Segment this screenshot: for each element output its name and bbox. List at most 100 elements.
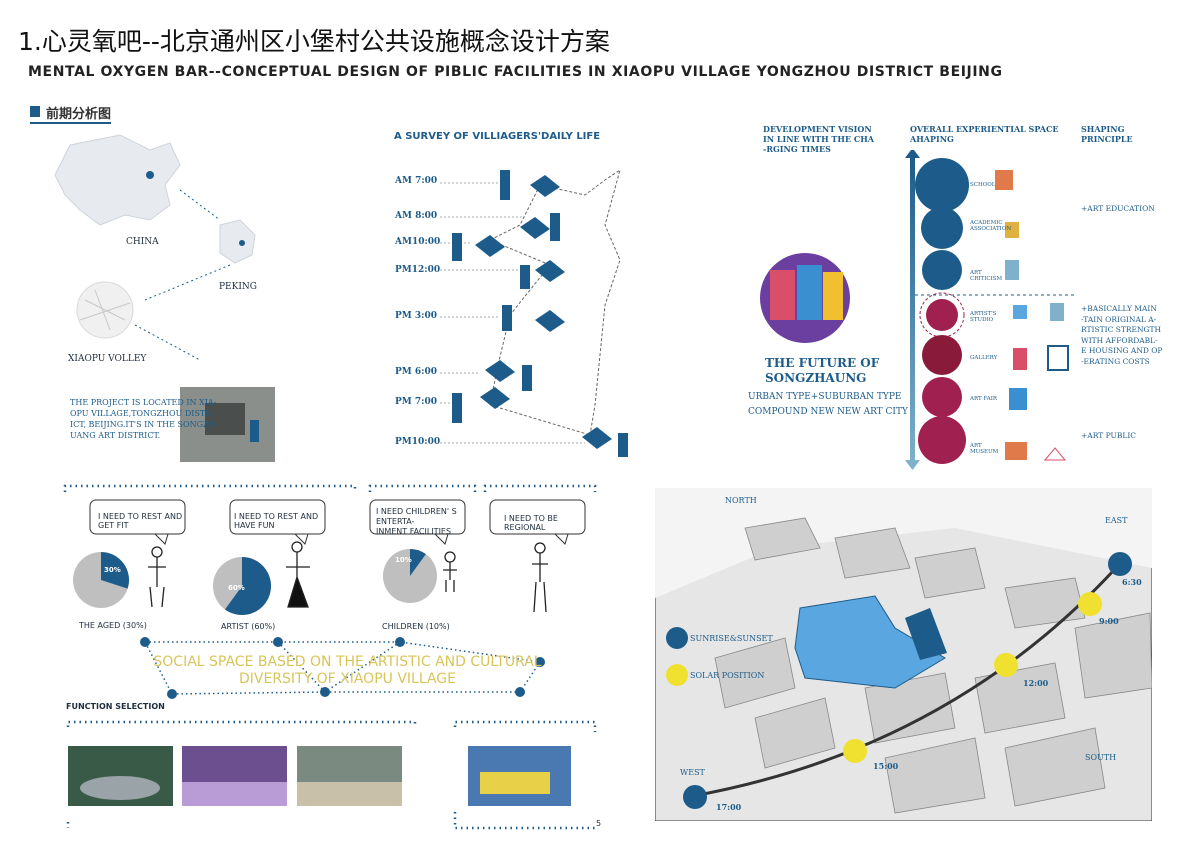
academic-node (921, 207, 963, 249)
school-node (915, 158, 969, 212)
time-label: PM 6:00 (395, 367, 437, 377)
survey-title: A SURVEY OF VILLIAGERS'DAILY LIFE (394, 131, 601, 142)
activity-tile (530, 175, 560, 197)
artist-pie-label: 60% (228, 584, 245, 592)
studio-illustration (1013, 305, 1027, 319)
location-description: THE PROJECT IS LOCATED IN XIA- OPU VILLA… (70, 397, 218, 441)
bubble-line: INMENT FACILITIES (376, 527, 452, 536)
bubble-tail (293, 533, 309, 545)
xiaopu-road-lines (79, 289, 131, 331)
time-label: AM 8:00 (395, 211, 438, 221)
future-title-line: THE FUTURE OF (765, 356, 880, 370)
china-label: CHINA (126, 237, 159, 247)
render-image-ground (297, 782, 402, 806)
network-link (277, 641, 401, 693)
page-number: 5 (596, 819, 602, 828)
route-path (539, 168, 621, 436)
aged-figure-body (148, 557, 166, 608)
principle-line: WITH AFFORDABL- (1081, 335, 1158, 345)
header-line: OVERALL EXPERIENTIAL SPACE (910, 124, 1059, 134)
principle-maintain: +BASICALLY MAIN -TAIN ORIGINAL A- RTISTI… (1081, 304, 1162, 367)
lake-dark (905, 608, 947, 660)
china-location-dot (146, 171, 154, 179)
gallery-node (922, 335, 962, 375)
axis-arrow-up (905, 150, 920, 158)
studio-node-ring (919, 292, 965, 338)
future-subtitle-line: COMPOUND NEW NEW ART CITY (748, 407, 908, 417)
people-illustrations (148, 541, 548, 613)
activity-tile (480, 387, 510, 409)
criticism-illustration (1005, 260, 1019, 280)
tag-dine (522, 365, 532, 391)
time-label-1700: 17:00 (716, 802, 742, 812)
children-label: CHILDREN (10%) (382, 622, 450, 631)
fair-node (922, 377, 962, 417)
item-studio: ARTIST'S STUDIO (970, 311, 997, 323)
principle-line: E HOUSING AND OP (1081, 346, 1163, 355)
studio-node (926, 299, 958, 331)
aerial-photo-lake (205, 403, 245, 435)
museum-illustration (1005, 442, 1027, 460)
activity-tile (582, 427, 612, 449)
time-label: AM 7:00 (395, 176, 438, 186)
children-pie-slice (410, 549, 426, 576)
dotted-frame (63, 484, 357, 492)
render-image-structure (480, 772, 550, 794)
legend-sunrise-swatch (666, 627, 688, 649)
bubble-line: I NEED CHILDREN' S ENTERTA- (376, 507, 457, 526)
bubble-tail (433, 533, 449, 545)
header-line: AHAPING (910, 134, 954, 144)
studio-illustration (1050, 303, 1064, 321)
dotted-frame (483, 484, 597, 492)
building (974, 662, 1066, 734)
vision-axis (910, 155, 915, 465)
tag-chat (452, 233, 462, 261)
bubble-children-text: I NEED CHILDREN' S ENTERTA- INMENT FACIL… (376, 507, 468, 537)
principle-line: -ERATING COSTS (1081, 356, 1150, 366)
bubble-aged-text: I NEED TO REST AND GET FIT (98, 512, 183, 530)
activity-tile (535, 310, 565, 332)
museum-node (918, 416, 966, 464)
museum-illustration (1043, 447, 1067, 461)
time-label: AM10:00 (395, 237, 441, 247)
page-subtitle: MENTAL OXYGEN BAR--CONCEPTUAL DESIGN OF … (28, 64, 1003, 80)
peking-label: PEKING (219, 282, 257, 292)
children-pie-label: 10% (395, 556, 412, 564)
south-label: SOUTH (1085, 753, 1117, 762)
activity-tile (485, 360, 515, 382)
social-space-text: SOCIAL SPACE BASED ON THE ARTISTIC AND C… (135, 654, 560, 688)
school-illustration (995, 170, 1013, 190)
principle-line: +BASICALLY MAIN (1081, 304, 1157, 313)
solar-point (843, 739, 867, 763)
gallery-illustration (1047, 345, 1069, 371)
regional-figure-head (534, 542, 546, 554)
item-criticism: ART CRITICISM (970, 270, 1003, 282)
render-image-ground (182, 782, 287, 806)
speech-bubble (89, 499, 186, 535)
building (744, 517, 821, 561)
china-map-shape (54, 134, 181, 226)
building (714, 637, 796, 709)
dotted-frame (453, 812, 595, 830)
item-fair: ART FAIR (970, 396, 998, 402)
future-subtitle-line: URBAN TYPE+SUBURBAN TYPE (748, 392, 902, 402)
page-title: 1.心灵氧吧--北京通州区小堡村公共设施概念设计方案 (18, 27, 610, 56)
tag-amusement (452, 393, 462, 423)
north-label: NORTH (725, 496, 757, 505)
artist-figure-body (286, 552, 310, 608)
solar-point (1078, 592, 1102, 616)
criticism-node (922, 250, 962, 290)
activity-tile (475, 235, 505, 257)
building (884, 737, 986, 814)
sunset-point (683, 785, 707, 809)
solar-map-graphic (655, 488, 1152, 821)
principle-line: -TAIN ORIGINAL A- (1081, 314, 1157, 324)
principle-public: +ART PUBLIC (1081, 431, 1137, 440)
time-label-1500: 15:00 (873, 761, 899, 771)
time-label-0630: 6:30 (1122, 577, 1142, 587)
header-line: IN LINE WITH THE CHA (763, 134, 874, 144)
activity-tags (452, 170, 628, 457)
item-gallery: GALLERY (970, 355, 998, 361)
building (914, 547, 986, 599)
time-label: PM 3:00 (395, 311, 437, 321)
